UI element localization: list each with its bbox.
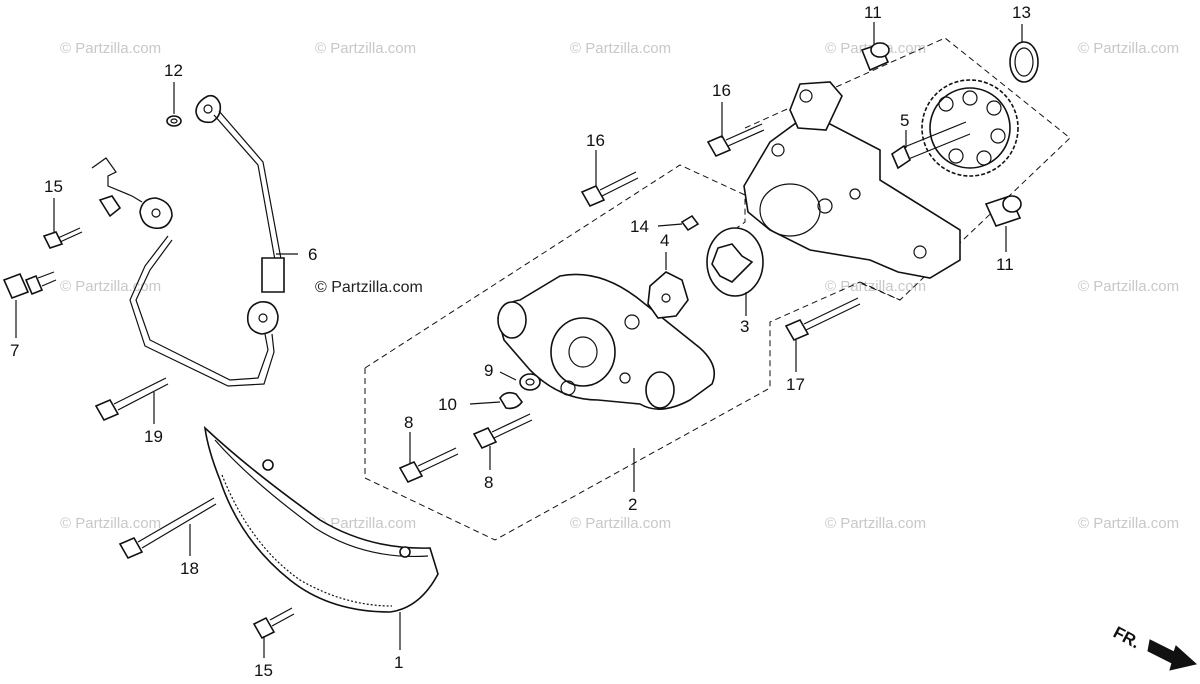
watermark: © Partzilla.com — [315, 40, 416, 57]
front-arrow-icon — [1147, 639, 1198, 671]
callout-8-left: 8 — [404, 413, 413, 432]
part-15-bolt-lower — [252, 607, 295, 640]
part-16-bolt-lower — [580, 171, 639, 208]
part-10-clip — [499, 391, 524, 410]
callout-15-top: 15 — [44, 177, 63, 196]
callout-8-right: 8 — [484, 473, 493, 492]
callout-6: 6 — [308, 245, 317, 264]
callout-13: 13 — [1012, 3, 1031, 22]
callout-11-right: 11 — [996, 255, 1014, 274]
part-1-cover — [203, 425, 439, 613]
part-2-pump-body — [497, 273, 716, 410]
part-12-washer — [166, 115, 182, 127]
callout-15-bottom: 15 — [254, 661, 273, 680]
front-label: FR. — [1110, 623, 1143, 653]
callout-16-upper: 16 — [712, 81, 731, 100]
part-11-dowel-right — [984, 195, 1022, 227]
part-8-bolt-left — [398, 447, 459, 484]
part-8-bolt-right — [472, 413, 533, 450]
front-direction-indicator: FR. — [1110, 623, 1198, 671]
callout-7: 7 — [10, 341, 19, 360]
part-16-bolt-upper — [706, 123, 765, 158]
pump-housing — [743, 81, 961, 279]
watermark: © Partzilla.com — [1078, 515, 1179, 532]
part-18-bolt — [118, 497, 217, 560]
watermark: © Partzilla.com — [570, 40, 671, 57]
watermark: © Partzilla.com — [1078, 278, 1179, 295]
callout-5: 5 — [900, 111, 909, 130]
watermark: © Partzilla.com — [825, 515, 926, 532]
callout-11-top: 11 — [864, 3, 882, 22]
leader-lines — [15, 22, 1023, 658]
part-14-pin — [680, 214, 700, 232]
part-6-oil-pipe — [91, 94, 285, 387]
callout-10: 10 — [438, 395, 457, 414]
watermark: © Partzilla.com — [60, 278, 161, 295]
part-3-outer-rotor — [706, 227, 764, 297]
callout-12: 12 — [164, 61, 183, 80]
callout-14: 14 — [630, 217, 649, 236]
callout-2: 2 — [628, 495, 637, 514]
part-11-dowel-top — [860, 42, 890, 72]
watermark: © Partzilla.com — [60, 515, 161, 532]
watermark: © Partzilla.com — [825, 278, 926, 295]
watermark: © Partzilla.com — [60, 40, 161, 57]
part-19-bolt — [94, 377, 169, 422]
callout-16-lower: 16 — [586, 131, 605, 150]
watermark: © Partzilla.com — [315, 515, 416, 532]
part-13-o-ring — [1009, 41, 1039, 83]
callout-17: 17 — [786, 375, 805, 394]
callout-9: 9 — [484, 361, 493, 380]
callout-4: 4 — [660, 231, 669, 250]
watermark: © Partzilla.com — [570, 515, 671, 532]
callout-1: 1 — [394, 653, 403, 672]
part-5-shaft-gear — [891, 79, 1019, 177]
callouts: 1 2 3 4 5 6 7 8 8 9 10 11 11 12 13 14 15… — [10, 3, 1031, 680]
callout-19: 19 — [144, 427, 163, 446]
part-7-bolt — [2, 271, 57, 300]
part-15-bolt-upper — [42, 227, 83, 249]
part-9-washer — [519, 373, 541, 391]
part-4-inner-rotor — [647, 271, 689, 319]
callout-3: 3 — [740, 317, 749, 336]
center-copyright: © Partzilla.com — [315, 279, 423, 296]
callout-18: 18 — [180, 559, 199, 578]
part-17-bolt — [784, 297, 861, 342]
watermark: © Partzilla.com — [1078, 40, 1179, 57]
